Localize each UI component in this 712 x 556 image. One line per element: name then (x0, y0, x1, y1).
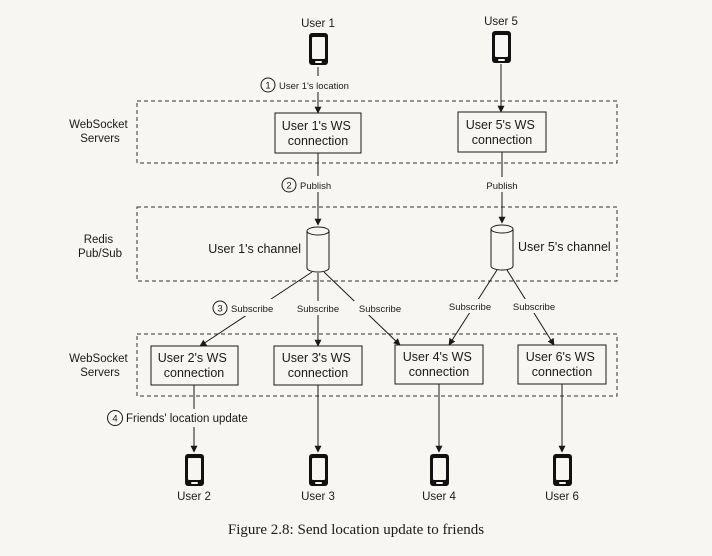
phone-icon-user-3 (309, 454, 328, 486)
user-4-label: User 4 (422, 491, 456, 503)
channel-cylinder-user-1 (306, 226, 330, 273)
phone-icon-user-4 (430, 454, 449, 486)
redis-pubsub-group (136, 206, 618, 282)
step-2-label: Publish (300, 181, 331, 192)
ws-connection-user-5-text: User 5's WS connection (466, 118, 539, 147)
ws-connection-user-4 (394, 344, 484, 385)
figure-caption: Figure 2.8: Send location update to frie… (227, 522, 485, 538)
step-4-label: Friends' location update (126, 413, 248, 425)
user-3-label: User 3 (301, 491, 335, 503)
user-1-label: User 1 (301, 18, 335, 30)
subscribe-label-user3: Subscribe (297, 304, 339, 315)
phone-icon-user-5 (492, 31, 511, 63)
publish-label-user5: Publish (486, 181, 517, 192)
ws-connection-user-1 (274, 112, 362, 154)
ws-connection-user-6 (517, 344, 607, 385)
user-5-label: User 5 (484, 16, 518, 28)
ws-connection-user-4-text: User 4's WS connection (403, 350, 476, 379)
step-2-number: 2 (286, 181, 291, 192)
step-1-number: 1 (265, 81, 270, 92)
ws-connection-user-3-text: User 3's WS connection (282, 351, 355, 380)
step-3-number: 3 (217, 304, 222, 315)
group-label-websocket-top: WebSocket Servers (69, 119, 131, 145)
step-3-label: Subscribe (231, 304, 273, 315)
ws-connection-user-3 (273, 345, 363, 386)
step-1-badge (260, 77, 276, 93)
group-label-websocket-bottom: WebSocket Servers (69, 353, 131, 379)
subscribe-label-user4-from-1: Subscribe (359, 304, 401, 315)
ws-connection-user-2-text: User 2's WS connection (158, 351, 231, 380)
ws-connection-user-6-text: User 6's WS connection (526, 350, 599, 379)
subscribe-label-user6: Subscribe (513, 302, 555, 313)
websocket-servers-bottom-group (136, 333, 618, 397)
user-6-label: User 6 (545, 491, 579, 503)
channel-label-user-5: User 5's channel (518, 240, 611, 254)
phone-icon-user-2 (185, 454, 204, 486)
channel-cylinder-user-5 (490, 224, 514, 271)
user-2-label: User 2 (177, 491, 211, 503)
step-2-badge (281, 177, 297, 193)
websocket-servers-top-group (136, 100, 618, 164)
step-4-badge (107, 410, 123, 426)
ws-connection-user-1-text: User 1's WS connection (282, 119, 355, 148)
step-1-label: User 1's location (279, 81, 349, 92)
step-4-number: 4 (112, 414, 117, 425)
phone-icon-user-6 (553, 454, 572, 486)
phone-icon-user-1 (309, 33, 328, 65)
group-label-redis: Redis Pub/Sub (78, 234, 122, 260)
step-3-badge (212, 300, 228, 316)
channel-label-user-1: User 1's channel (208, 242, 301, 256)
subscribe-label-user4-from-5: Subscribe (449, 302, 491, 313)
